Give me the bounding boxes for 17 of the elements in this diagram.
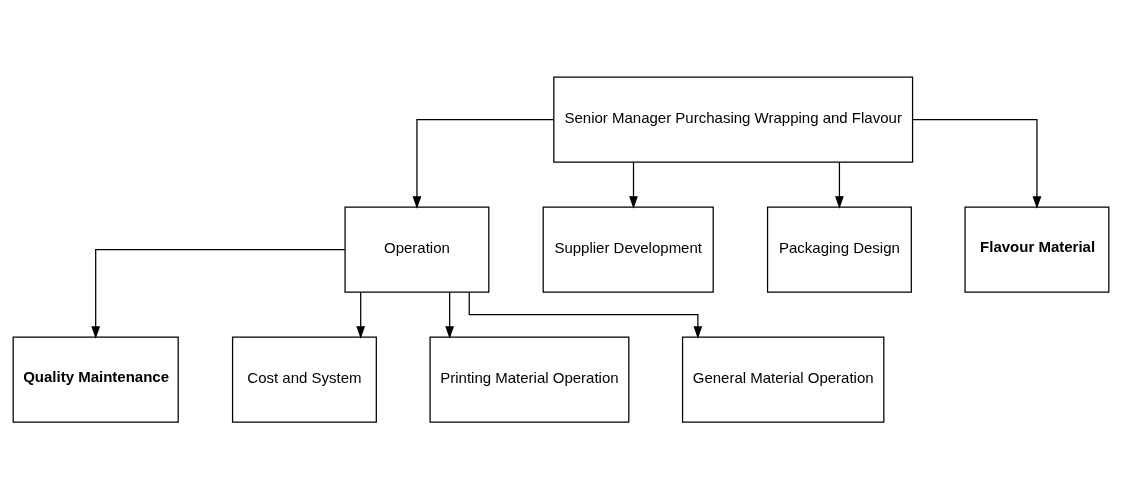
arrow bbox=[629, 160, 638, 209]
node-box: General Material Operation bbox=[681, 335, 885, 423]
node-box: Printing Material Operation bbox=[429, 335, 630, 423]
arrow bbox=[412, 118, 555, 209]
arrow bbox=[468, 291, 703, 339]
node-box: Senior Manager Purchasing Wrapping and Flavour bbox=[553, 75, 914, 163]
node-box: Operation bbox=[344, 205, 490, 293]
arrow bbox=[912, 118, 1042, 209]
arrow bbox=[445, 290, 455, 339]
node-box: Flavour Material bbox=[964, 205, 1110, 293]
node-box: Cost and System bbox=[231, 335, 377, 423]
arrow bbox=[91, 248, 346, 339]
arrow bbox=[835, 160, 844, 209]
node-box: Quality Maintenance bbox=[12, 335, 179, 423]
arrow bbox=[356, 290, 366, 339]
node-box: Supplier Development bbox=[542, 205, 714, 293]
node-box: Packaging Design bbox=[766, 205, 912, 293]
